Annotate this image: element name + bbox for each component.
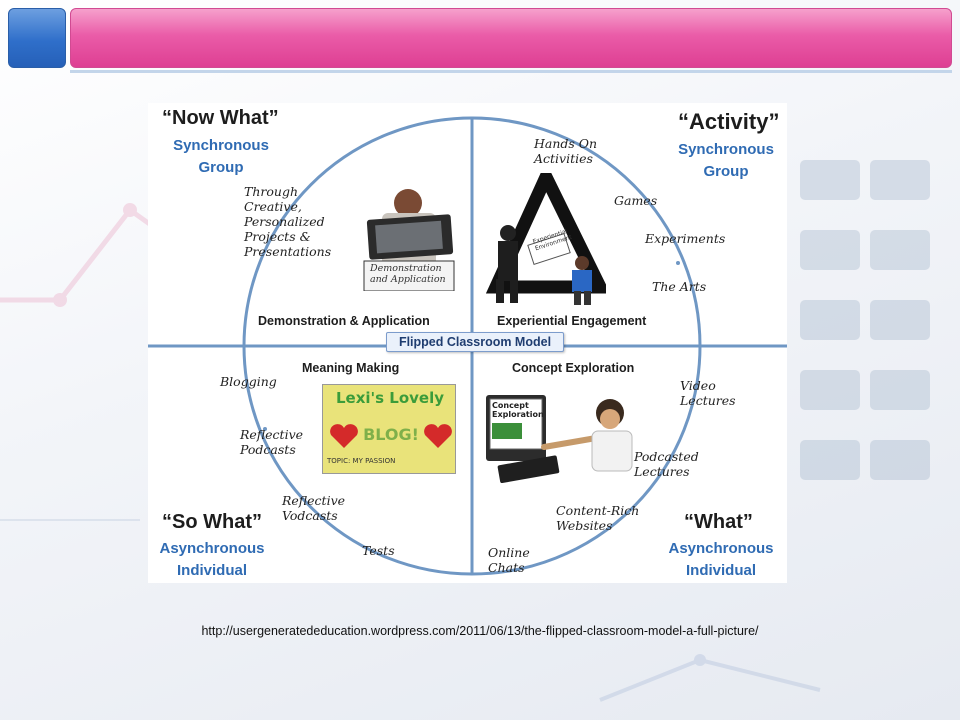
hands-on-line1: Hands On [534,136,598,151]
blog-poster-title: Lexi's Lovely [335,389,445,407]
now-what-subtitle-line1: Synchronous [173,137,269,154]
what-title: “What” [684,511,753,533]
blog-poster-photo: Lexi's Lovely BLOG! TOPIC: MY PASSION [322,384,456,474]
demonstration-photo: Demonstration and Application [360,187,456,291]
experiential-engagement-label: Experiential Engagement [497,314,647,328]
concept-exploration-photo-caption-line2: Exploration [492,410,544,419]
now-what-items: Through Creative, Personalized Projects … [244,184,331,259]
what-subtitle: Asynchronous Individual [656,538,786,582]
experiential-photo: Experiential Environment [486,173,606,305]
now-what-item: Projects & [244,229,311,244]
so-what-subtitle-line2: Individual [176,562,247,579]
video-lectures-line1: Video [680,378,716,393]
reflective-podcasts-item: Reflective Podcasts [240,427,303,457]
blogging-item: Blogging [220,374,277,389]
blog-poster-word: BLOG! [363,425,419,444]
now-what-title: “Now What” [162,107,279,129]
now-what-item: Through [244,184,298,199]
content-rich-websites-line1: Content-Rich [556,503,640,518]
content-rich-websites-line2: Websites [556,518,613,533]
now-what-item: Personalized [244,214,325,229]
demonstration-photo-caption-line1: Demonstration [370,263,442,274]
now-what-item: Creative, [244,199,302,214]
tests-item: Tests [362,543,395,558]
flipped-classroom-diagram: “Now What” Synchronous Group Through Cre… [148,103,787,583]
heart-icon [424,424,452,448]
flipped-classroom-model-label: Flipped Classroom Model [386,332,564,352]
source-url-caption: http://usergeneratededucation.wordpress.… [201,624,759,638]
reflective-vodcasts-line1: Reflective [282,493,346,508]
reflective-vodcasts-line2: Vodcasts [282,508,338,523]
activity-subtitle: Synchronous Group [671,139,781,183]
so-what-subtitle-line1: Asynchronous [159,540,265,557]
demonstration-photo-caption-line2: and Application [370,274,446,285]
podcasted-lectures-line1: Podcasted [634,449,699,464]
what-subtitle-line1: Asynchronous [668,540,774,557]
reflective-podcasts-line1: Reflective [240,427,304,442]
meaning-making-label: Meaning Making [302,361,400,375]
hands-on-activities-item: Hands On Activities [534,136,597,166]
reflective-vodcasts-item: Reflective Vodcasts [282,493,345,523]
podcasted-lectures-item: Podcasted Lectures [634,449,699,479]
so-what-subtitle: Asynchronous Individual [152,538,272,582]
the-arts-item: The Arts [652,279,707,294]
header-divider [70,70,952,73]
now-what-subtitle: Synchronous Group [166,135,276,179]
concept-exploration-photo: Concept Exploration [484,387,644,485]
online-chats-line1: Online [488,545,530,560]
what-subtitle-line2: Individual [685,562,756,579]
experiments-item: Experiments [645,231,726,246]
concept-exploration-photo-caption-line1: Concept [492,401,529,410]
activity-subtitle-line1: Synchronous [678,141,774,158]
now-what-item: Presentations [244,244,332,259]
concept-exploration-label: Concept Exploration [512,361,635,375]
hands-on-line2: Activities [534,151,593,166]
video-lectures-item: Video Lectures [680,378,736,408]
content-rich-websites-item: Content-Rich Websites [556,503,639,533]
online-chats-line2: Chats [488,560,525,575]
online-chats-item: Online Chats [488,545,530,575]
now-what-subtitle-line2: Group [198,159,244,176]
reflective-podcasts-line2: Podcasts [240,442,296,457]
activity-subtitle-line2: Group [703,163,749,180]
podcasted-lectures-line2: Lectures [634,464,690,479]
header-pink-bar [70,8,952,68]
header-blue-block [8,8,66,68]
games-item: Games [614,193,658,208]
blog-poster-topic: TOPIC: MY PASSION [327,457,396,465]
activity-title: “Activity” [678,109,780,134]
heart-icon [330,424,358,448]
demonstration-application-label: Demonstration & Application [258,314,430,328]
video-lectures-line2: Lectures [680,393,736,408]
so-what-title: “So What” [162,511,262,533]
